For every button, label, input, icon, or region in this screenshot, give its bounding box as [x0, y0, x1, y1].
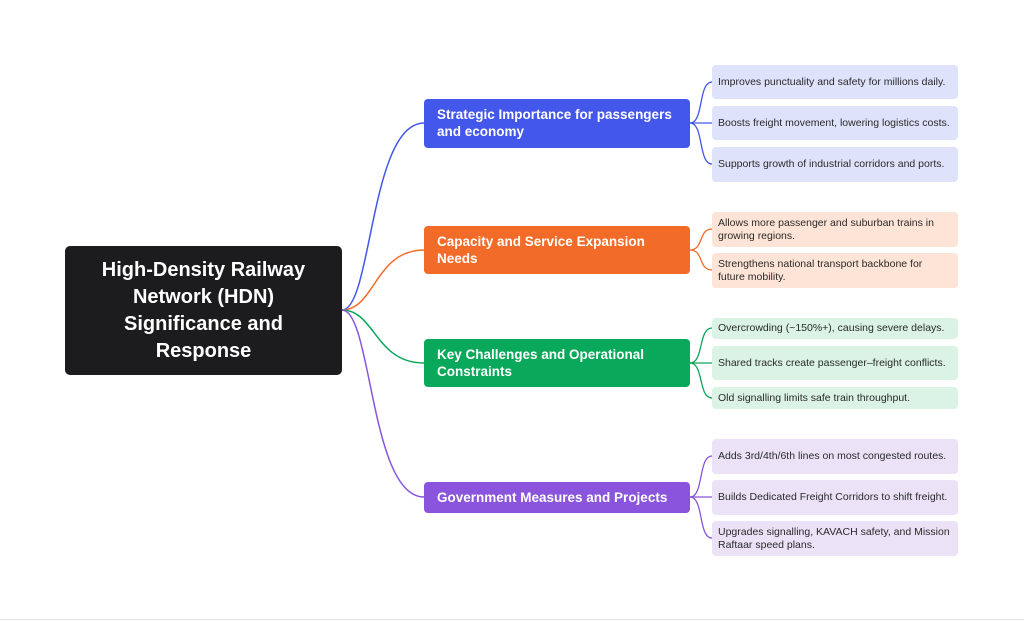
bottom-divider: [0, 619, 1024, 620]
branch-node-label: Government Measures and Projects: [437, 490, 668, 505]
leaf-node[interactable]: Supports growth of industrial corridors …: [712, 147, 958, 182]
connector-root-branch-3: [341, 309, 425, 364]
connector-b1-leaf-3: [689, 122, 713, 165]
branch-node-label: Strategic Importance for passengers and …: [437, 107, 672, 139]
leaf-node-text: Upgrades signalling, KAVACH safety, and …: [718, 525, 950, 551]
connector-root-branch-1: [341, 122, 425, 311]
branch-node-strategic-importance[interactable]: Strategic Importance for passengers and …: [424, 99, 690, 148]
connector-b4-leaf-1: [689, 455, 713, 498]
leaf-node[interactable]: Strengthens national transport backbone …: [712, 253, 958, 288]
leaf-node[interactable]: Adds 3rd/4th/6th lines on most congested…: [712, 439, 958, 474]
connector-root-branch-2: [341, 249, 425, 311]
connector-b4-leaf-3: [689, 496, 713, 539]
leaf-node[interactable]: Improves punctuality and safety for mill…: [712, 65, 958, 99]
leaf-node-text: Overcrowding (~150%+), causing severe de…: [718, 322, 945, 334]
leaf-node-text: Adds 3rd/4th/6th lines on most congested…: [718, 450, 947, 462]
leaf-node[interactable]: Allows more passenger and suburban train…: [712, 212, 958, 247]
root-node-title: High-Density Railway Network (HDN) Signi…: [101, 258, 306, 362]
connector-b3-leaf-1: [689, 327, 713, 364]
leaf-node-text: Boosts freight movement, lowering logist…: [718, 116, 950, 129]
branch-node-government-measures[interactable]: Government Measures and Projects: [424, 482, 690, 513]
connector-b3-leaf-3: [689, 362, 713, 399]
leaf-node[interactable]: Overcrowding (~150%+), causing severe de…: [712, 318, 958, 339]
leaf-node-text: Improves punctuality and safety for mill…: [718, 75, 946, 88]
leaf-node[interactable]: Boosts freight movement, lowering logist…: [712, 106, 958, 140]
leaf-node[interactable]: Old signalling limits safe train through…: [712, 387, 958, 409]
leaf-node-text: Strengthens national transport backbone …: [718, 257, 923, 283]
leaf-node[interactable]: Upgrades signalling, KAVACH safety, and …: [712, 521, 958, 556]
leaf-node-text: Old signalling limits safe train through…: [718, 391, 911, 404]
leaf-node[interactable]: Builds Dedicated Freight Corridors to sh…: [712, 480, 958, 515]
branch-node-label: Capacity and Service Expansion Needs: [437, 234, 645, 266]
connector-b1-leaf-1: [689, 81, 713, 124]
connector-root-branch-4: [341, 309, 425, 498]
leaf-node-text: Allows more passenger and suburban train…: [718, 216, 934, 242]
leaf-node-text: Builds Dedicated Freight Corridors to sh…: [718, 491, 948, 503]
branch-node-capacity-expansion[interactable]: Capacity and Service Expansion Needs: [424, 226, 690, 274]
leaf-node-text: Supports growth of industrial corridors …: [718, 158, 945, 170]
connector-b2-leaf-2: [689, 249, 713, 271]
root-node[interactable]: High-Density Railway Network (HDN) Signi…: [65, 246, 342, 375]
branch-node-key-challenges[interactable]: Key Challenges and Operational Constrain…: [424, 339, 690, 387]
branch-node-label: Key Challenges and Operational Constrain…: [437, 347, 645, 379]
leaf-node[interactable]: Shared tracks create passenger–freight c…: [712, 346, 958, 380]
leaf-node-text: Shared tracks create passenger–freight c…: [718, 356, 946, 369]
connector-b2-leaf-1: [689, 228, 713, 251]
